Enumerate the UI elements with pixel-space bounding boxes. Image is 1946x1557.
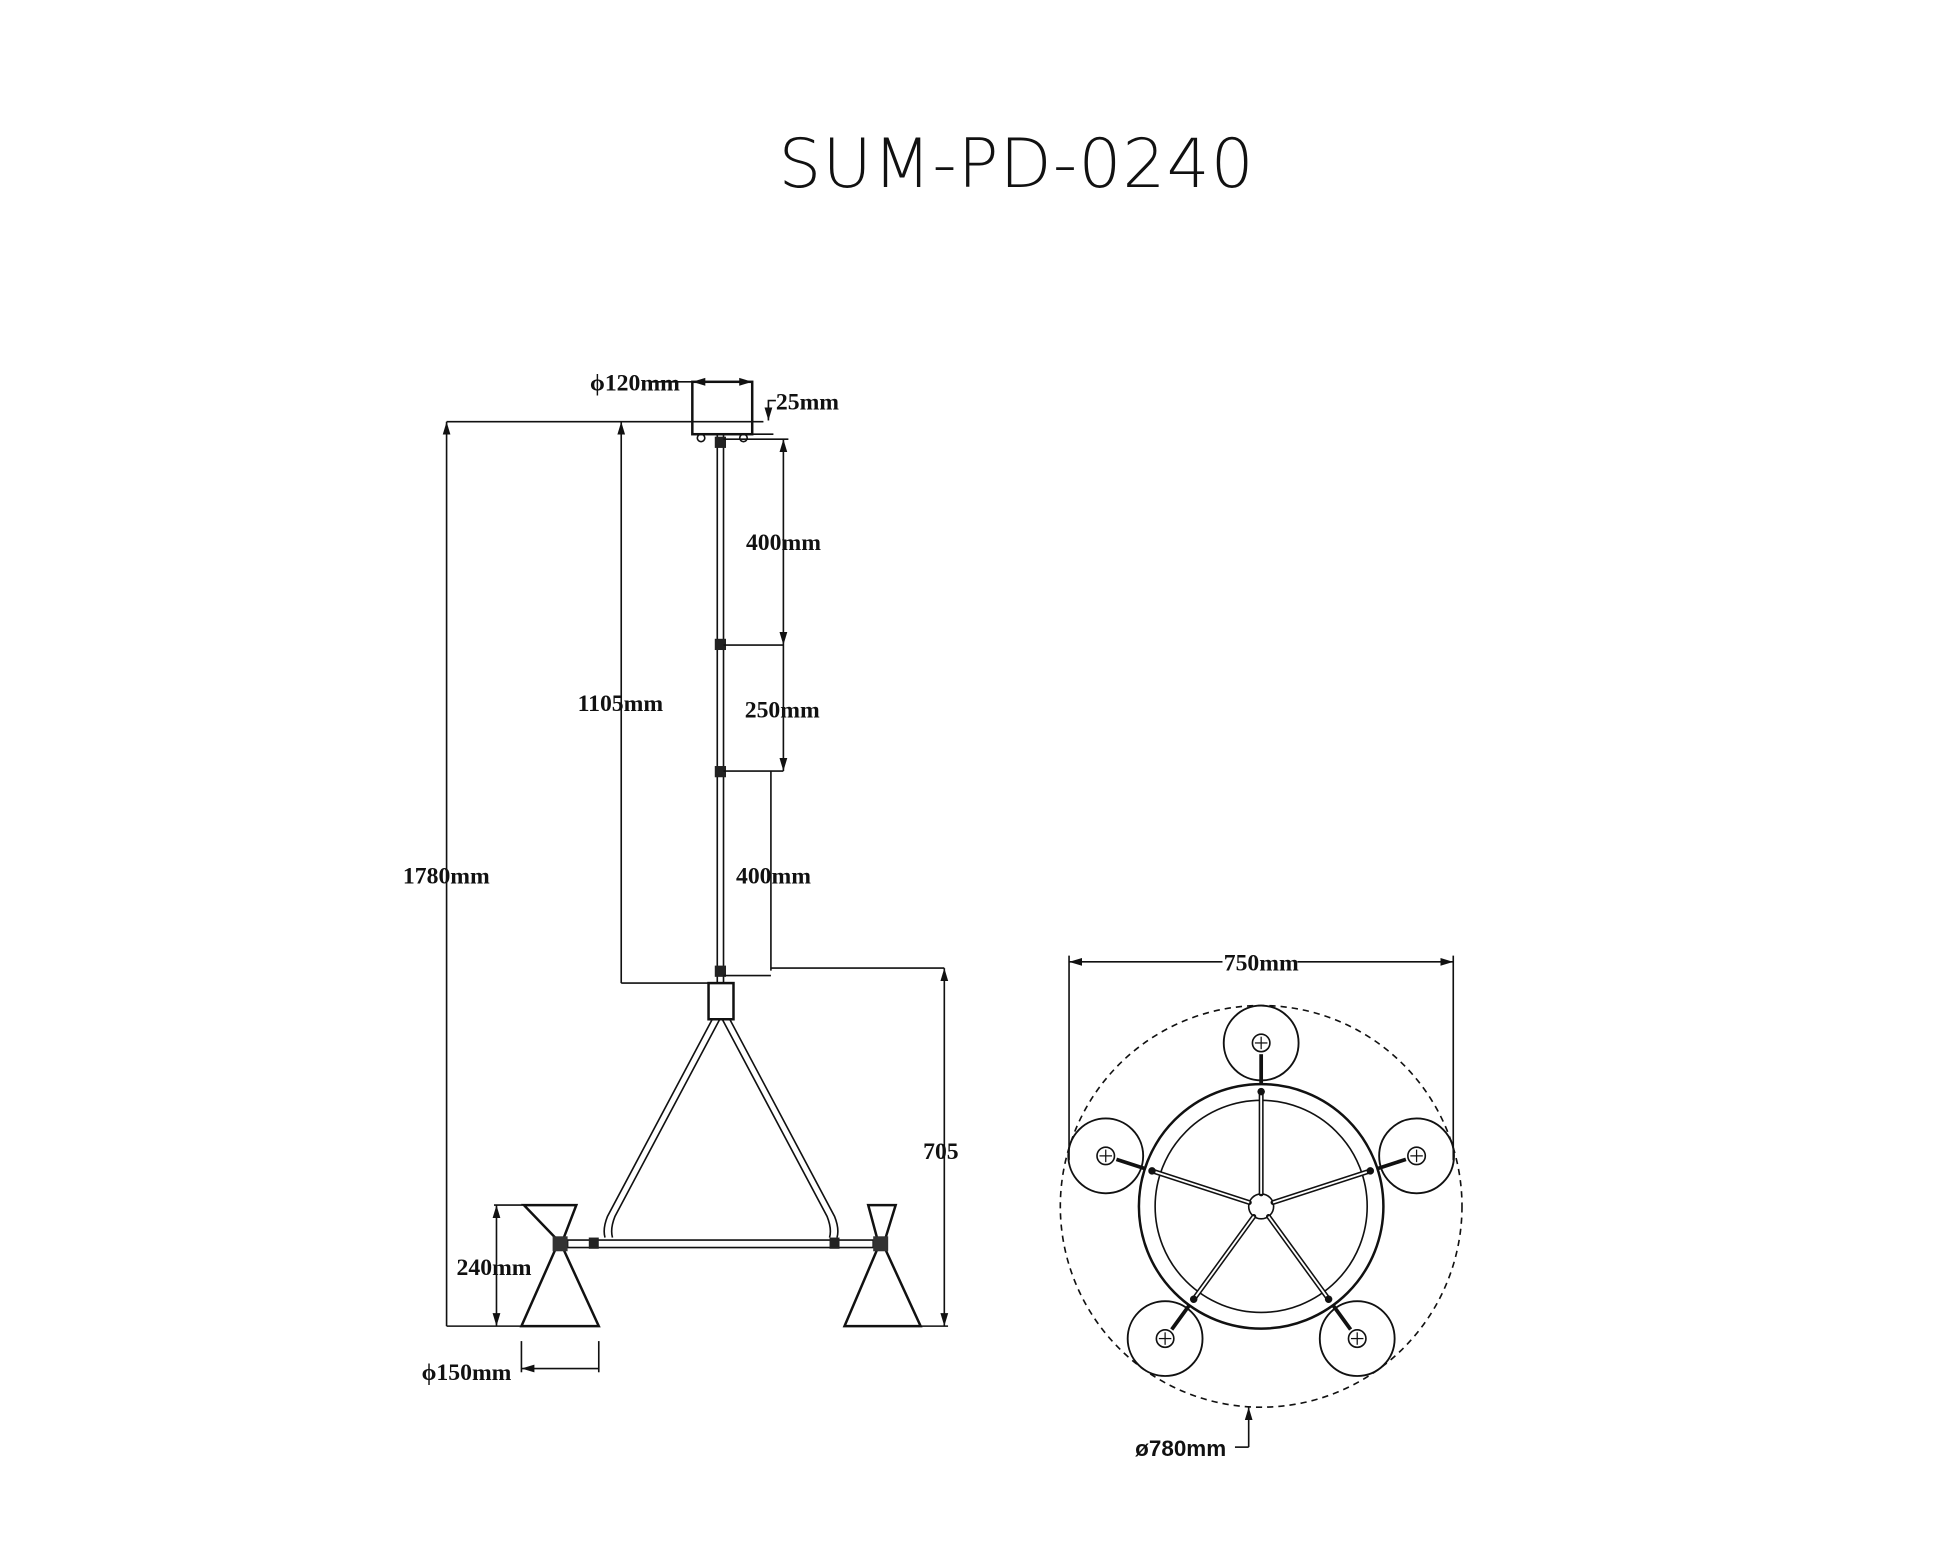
- junction-box: [707, 981, 735, 1021]
- suspension-rod: [716, 433, 725, 984]
- top-view: 750mm ø780mm: [1059, 948, 1463, 1461]
- rod-total-label: 1105mm: [578, 691, 664, 717]
- lamp-stem: [1170, 1304, 1191, 1331]
- lamp-socket: [1251, 1033, 1271, 1053]
- drawing-title: SUM-PD-0240: [778, 124, 1254, 203]
- canopy-diameter-label: ϕ120mm: [590, 371, 680, 397]
- lamp-shade: [1378, 1117, 1455, 1195]
- lamp-stem: [1331, 1304, 1353, 1331]
- left-shade: [519, 1203, 601, 1328]
- lamp-shade: [1318, 1300, 1396, 1377]
- top-width-label: 750mm: [1224, 951, 1299, 977]
- canopy-height-label: 25mm: [776, 389, 839, 415]
- shade-height-label: 240mm: [457, 1255, 532, 1281]
- shade-diameter-label: ϕ150mm: [422, 1360, 512, 1386]
- lamp-shade: [1126, 1300, 1204, 1377]
- lamp-stem: [1376, 1157, 1407, 1171]
- lamp-socket: [1096, 1146, 1116, 1166]
- canopy: [691, 380, 754, 436]
- side-view: ϕ120mm 25mm 1780mm 1105mm 400mm 250mm 40…: [403, 371, 959, 1386]
- rod-segment-3-label: 400mm: [736, 863, 811, 889]
- lamp-shade: [1067, 1117, 1145, 1195]
- lamp-socket: [1347, 1329, 1367, 1349]
- lamp-socket: [1155, 1329, 1175, 1349]
- rod-segment-2-label: 250mm: [745, 697, 820, 723]
- total-height-label: 1780mm: [403, 863, 490, 889]
- overall-diameter-label: ø780mm: [1135, 1436, 1226, 1461]
- lamp-socket: [1407, 1146, 1427, 1166]
- rod-segment-1-label: 400mm: [746, 530, 821, 556]
- frame-height-label: 705: [923, 1139, 959, 1165]
- lamp-shade: [1222, 1004, 1300, 1082]
- right-shade: [842, 1203, 923, 1328]
- lamp-stem: [1115, 1157, 1146, 1171]
- horizontal-bar: [566, 1239, 875, 1249]
